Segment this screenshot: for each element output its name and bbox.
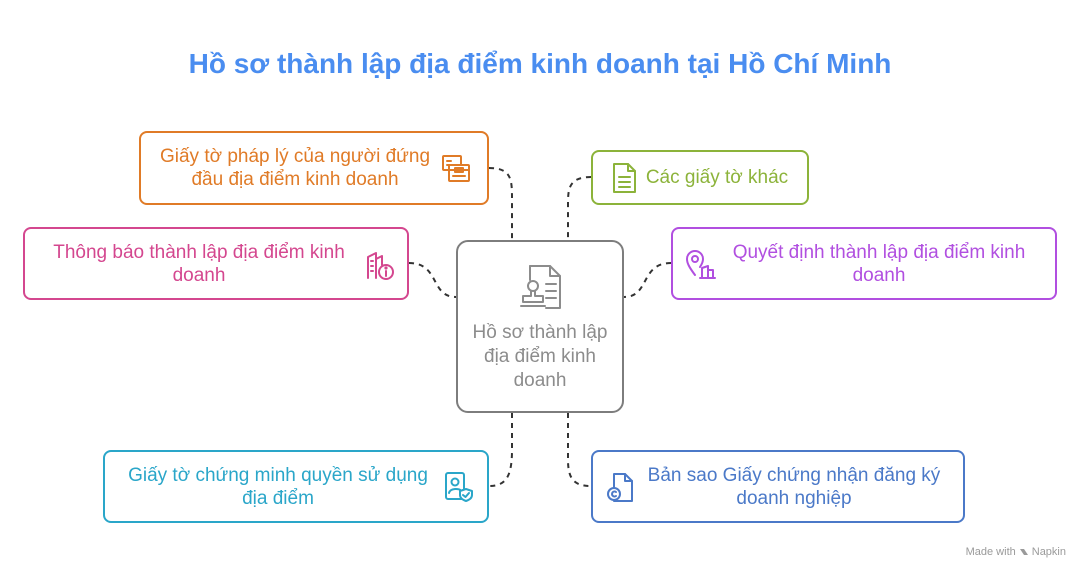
location-building-icon	[686, 249, 716, 279]
document-icon	[613, 162, 636, 193]
brand-text: Napkin	[1031, 546, 1066, 558]
napkin-logo-icon	[1019, 549, 1028, 555]
connector-decision	[623, 262, 672, 298]
id-cards-icon	[442, 155, 470, 182]
node-other-docs[interactable]: Các giấy tờ khác	[591, 150, 809, 205]
node-notice[interactable]: Thông báo thành lập địa điểm kinh doanh	[23, 227, 409, 300]
node-copy-cert[interactable]: Bản sao Giấy chứng nhận đăng ký doanh ng…	[591, 450, 965, 523]
node-label: Thông báo thành lập địa điểm kinh doanh	[53, 241, 345, 286]
node-label: Giấy tờ pháp lý của người đứng đầu địa đ…	[159, 146, 431, 190]
connector-legal-docs	[488, 167, 513, 240]
connector-usage-proof	[488, 413, 513, 487]
node-label: Các giấy tờ khác	[645, 167, 789, 188]
node-decision[interactable]: Quyết định thành lập địa điểm kinh doanh	[671, 227, 1057, 300]
page-title: Hồ sơ thành lập địa điểm kinh doanh tại …	[188, 48, 892, 79]
center-label: Hồ sơ thành lập địa điểm kinh doanh	[472, 322, 608, 391]
node-label: Quyết định thành lập địa điểm kinh doanh	[732, 241, 1026, 286]
connector-copy-cert	[567, 413, 592, 487]
stamped-document-icon	[520, 265, 561, 309]
connector-notice	[408, 262, 457, 298]
node-label: Bản sao Giấy chứng nhận đăng ký doanh ng…	[647, 464, 941, 509]
copyright-file-icon	[607, 472, 633, 502]
made-with-text: Made with	[965, 546, 1016, 558]
node-usage-proof[interactable]: Giấy tờ chứng minh quyền sử dụng địa điể…	[103, 450, 489, 523]
node-label: Giấy tờ chứng minh quyền sử dụng địa điể…	[128, 464, 428, 509]
node-legal-docs[interactable]: Giấy tờ pháp lý của người đứng đầu địa đ…	[139, 131, 489, 205]
connector-other-docs	[567, 176, 592, 240]
verified-person-icon	[445, 471, 473, 502]
footer-attribution: Made with Napkin	[966, 546, 1066, 558]
building-info-icon	[367, 251, 394, 280]
center-node[interactable]: Hồ sơ thành lập địa điểm kinh doanh	[456, 240, 624, 413]
